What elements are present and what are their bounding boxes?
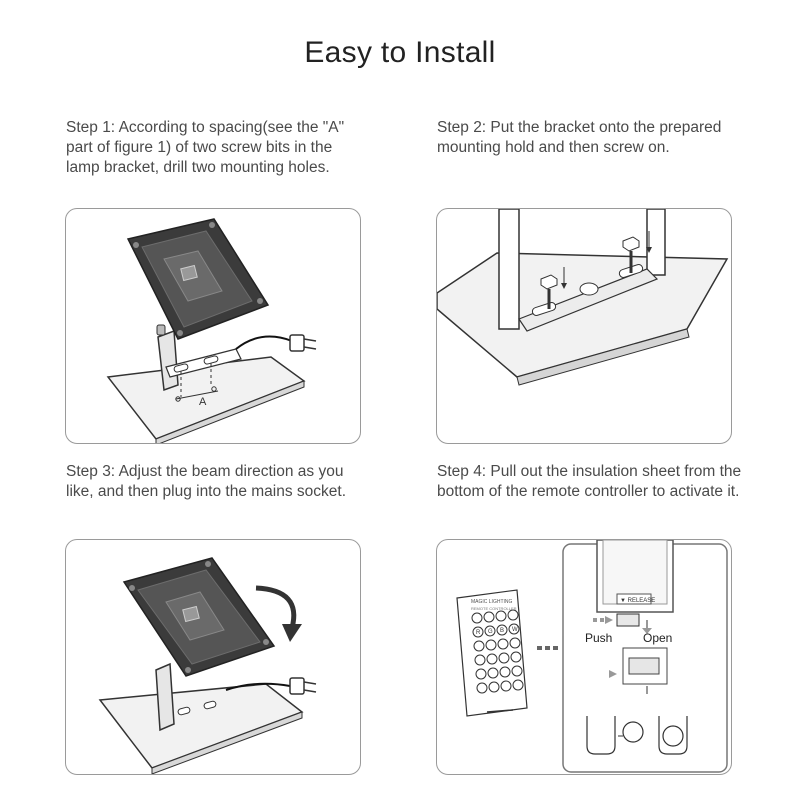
floodlight-adjust-illustration (98, 557, 317, 774)
figure-3-panel (65, 539, 361, 775)
push-label: Push (585, 631, 612, 645)
step-2-text: Step 2: Put the bracket onto the prepare… (437, 119, 722, 156)
figure-2-panel (436, 208, 732, 444)
release-label: ▼ RELEASE (620, 598, 655, 604)
page-title: Easy to Install (304, 36, 496, 69)
bracket-screw-illustration (437, 209, 729, 386)
remote-button-b: B (500, 628, 504, 634)
spacing-a-label: A (199, 396, 207, 408)
step-4-text: Step 4: Pull out the insulation sheet fr… (437, 463, 742, 500)
remote-button-r: R (476, 630, 481, 636)
step-1-text: Step 1: According to spacing(see the "A"… (66, 119, 345, 176)
floodlight-drill-illustration: A (106, 218, 317, 443)
figure-4-panel: MAGIC LIGHTING REMOTE CONTROLLER R G B W… (436, 539, 732, 775)
remote-button-w: W (512, 627, 518, 633)
remote-activation-illustration: MAGIC LIGHTING REMOTE CONTROLLER R G B W… (456, 540, 728, 773)
remote-brand-label: MAGIC LIGHTING (471, 599, 513, 605)
open-label: Open (643, 631, 672, 645)
remote-subtitle-label: REMOTE CONTROLLER (471, 606, 517, 611)
remote-color-buttons: R G B W (472, 623, 520, 638)
step-3-text: Step 3: Adjust the beam direction as you… (66, 463, 347, 500)
figure-1-panel: A (65, 208, 361, 444)
remote-button-g: G (488, 629, 493, 635)
